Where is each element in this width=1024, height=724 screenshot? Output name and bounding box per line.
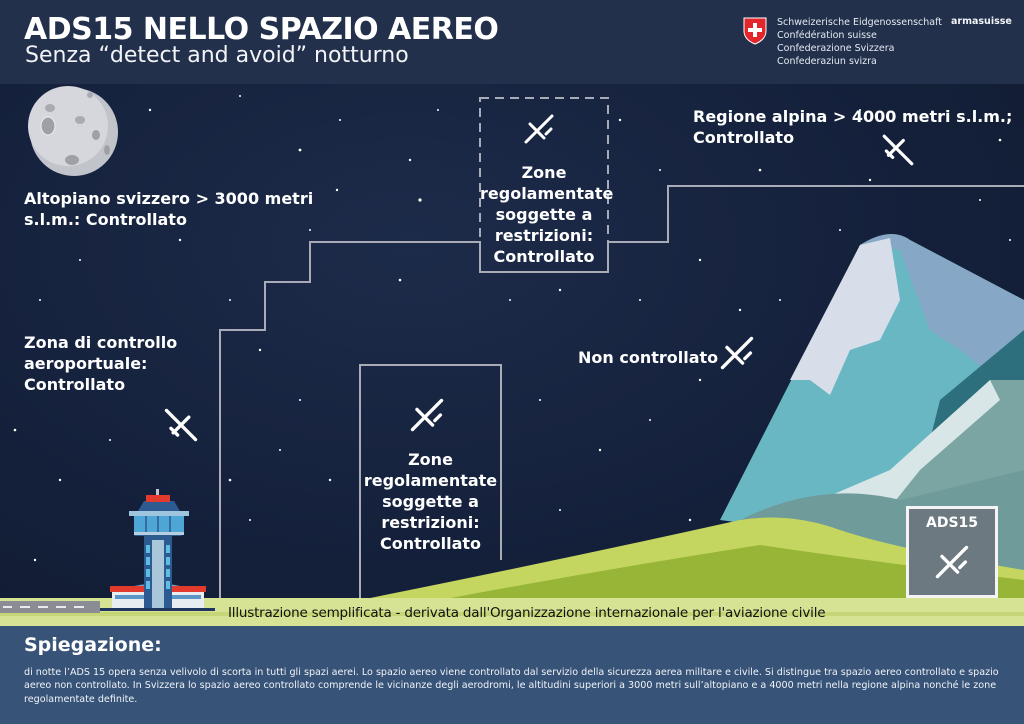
zone-label-restricted-low: Zone regolamentate soggette a restrizion… <box>360 449 501 554</box>
control-tower-icon <box>100 489 215 611</box>
label-line: Controllato <box>24 375 126 394</box>
hills-illustration <box>0 517 1024 626</box>
drone-icon <box>882 134 914 166</box>
label-line: regolamentate <box>363 471 498 490</box>
drone-icon <box>410 398 444 432</box>
label-line: Non controllato <box>578 348 719 367</box>
label-line: Zona di controllo <box>24 333 178 352</box>
drone-icon <box>720 336 754 370</box>
label-line: soggette a <box>382 492 479 511</box>
page-subtitle: Senza “detect and avoid” notturno <box>25 43 409 68</box>
drone-icon <box>524 114 554 144</box>
federation-line-rm: Confederaziun svizra <box>777 56 877 67</box>
ads15-label: ADS15 <box>925 515 979 531</box>
federation-line-de: Schweizerische Eidgenossenschaft <box>777 17 943 28</box>
runway <box>0 601 100 613</box>
illustration-caption: Illustrazione semplificata - derivata da… <box>228 605 826 621</box>
zone-label-alpine: Regione alpina > 4000 metri s.l.m.; Cont… <box>693 106 1012 148</box>
federation-line-it: Confederazione Svizzera <box>777 43 895 54</box>
label-line: aeroportuale: <box>24 354 148 373</box>
label-line: s.l.m.: Controllato <box>24 210 187 229</box>
controlled-airspace-boundary <box>219 185 1024 625</box>
moon-icon <box>28 86 118 176</box>
scene-background <box>0 86 1024 626</box>
label-line: Controllato <box>493 247 595 266</box>
airspace-illustration: Altopiano svizzero > 3000 metri s.l.m.: … <box>0 84 1024 626</box>
label-line: Zone <box>521 163 567 182</box>
label-line: Zone <box>408 450 453 469</box>
stars <box>13 95 1011 562</box>
federation-names: Schweizerische Eidgenossenschaft Confédé… <box>777 16 942 68</box>
zone-label-plateau: Altopiano svizzero > 3000 metri s.l.m.: … <box>24 188 313 230</box>
zone-label-airport: Zona di controllo aeroportuale: Controll… <box>24 332 177 395</box>
page-title: ADS15 NELLO SPAZIO AEREO <box>24 12 499 47</box>
zone-label-uncontrolled: Non controllato <box>578 347 718 368</box>
explanation-text: di notte l’ADS 15 opera senza velivolo d… <box>24 667 999 705</box>
federation-line-fr: Confédération suisse <box>777 30 877 41</box>
label-line: regolamentate <box>480 184 614 203</box>
drone-icon <box>164 408 198 442</box>
label-line: Controllato <box>693 128 795 147</box>
label-line: restrizioni: <box>494 226 594 245</box>
label-line: Altopiano svizzero > 3000 metri <box>24 189 314 208</box>
restricted-zone-low-boundary <box>359 364 502 600</box>
swiss-shield-icon <box>743 17 767 45</box>
explanation-panel: Spiegazione: di notte l’ADS 15 opera sen… <box>0 626 1024 724</box>
agency-logo: armasuisse <box>951 16 1012 27</box>
label-line: restrizioni: <box>381 513 480 532</box>
restricted-zone-top-boundary <box>479 97 609 273</box>
zone-label-restricted-top: Zone regolamentate soggette a restrizion… <box>480 162 614 267</box>
header: ADS15 NELLO SPAZIO AEREO Senza “detect a… <box>0 0 1024 84</box>
label-line: soggette a <box>495 205 593 224</box>
label-line: Regione alpina > 4000 metri s.l.m.; <box>693 107 1013 126</box>
label-line: Controllato <box>379 534 482 553</box>
drone-icon <box>935 545 969 579</box>
ads15-legend-box: ADS15 <box>906 506 998 598</box>
explanation-title: Spiegazione: <box>24 634 162 656</box>
